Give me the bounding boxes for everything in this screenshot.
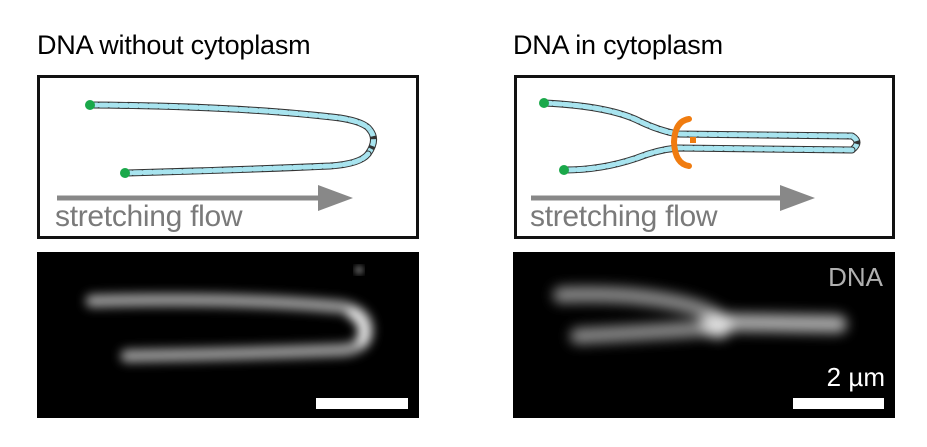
scale-bar <box>316 398 408 409</box>
dna-strand-upper <box>86 101 374 134</box>
dna-fluorescence-image <box>85 265 374 363</box>
micrograph-right: DNA 2 µm <box>513 252 895 418</box>
dna-strand-upper <box>540 99 856 140</box>
channel-label: DNA <box>828 262 883 292</box>
tether-bead-icon <box>85 100 95 110</box>
panel-title-right: DNA in cytoplasm <box>513 30 723 60</box>
flow-label: stretching flow <box>55 200 243 233</box>
tether-bead-icon <box>120 168 130 178</box>
schematic-box-right: stretching flow <box>514 75 895 239</box>
loop-extruder-icon <box>670 116 696 169</box>
dna-strand-lower <box>121 150 372 177</box>
schematic-box-left: stretching flow <box>37 75 419 239</box>
scale-bar-label: 2 µm <box>826 362 885 392</box>
dna-bend <box>365 127 377 157</box>
tether-bead-icon <box>559 165 569 175</box>
flow-label: stretching flow <box>530 200 718 233</box>
flow-arrow-icon <box>531 185 815 211</box>
dna-loop-extrusion-schematic <box>531 98 861 211</box>
micrograph-left <box>37 252 419 418</box>
dna-strand-lower <box>560 144 856 174</box>
tether-bead-icon <box>539 98 549 108</box>
dna-hairpin-schematic <box>57 100 377 211</box>
flow-arrow-icon <box>57 185 353 211</box>
scale-bar <box>793 398 884 409</box>
panel-title-left: DNA without cytoplasm <box>37 30 311 60</box>
dna-fluorescence-image <box>553 286 847 344</box>
